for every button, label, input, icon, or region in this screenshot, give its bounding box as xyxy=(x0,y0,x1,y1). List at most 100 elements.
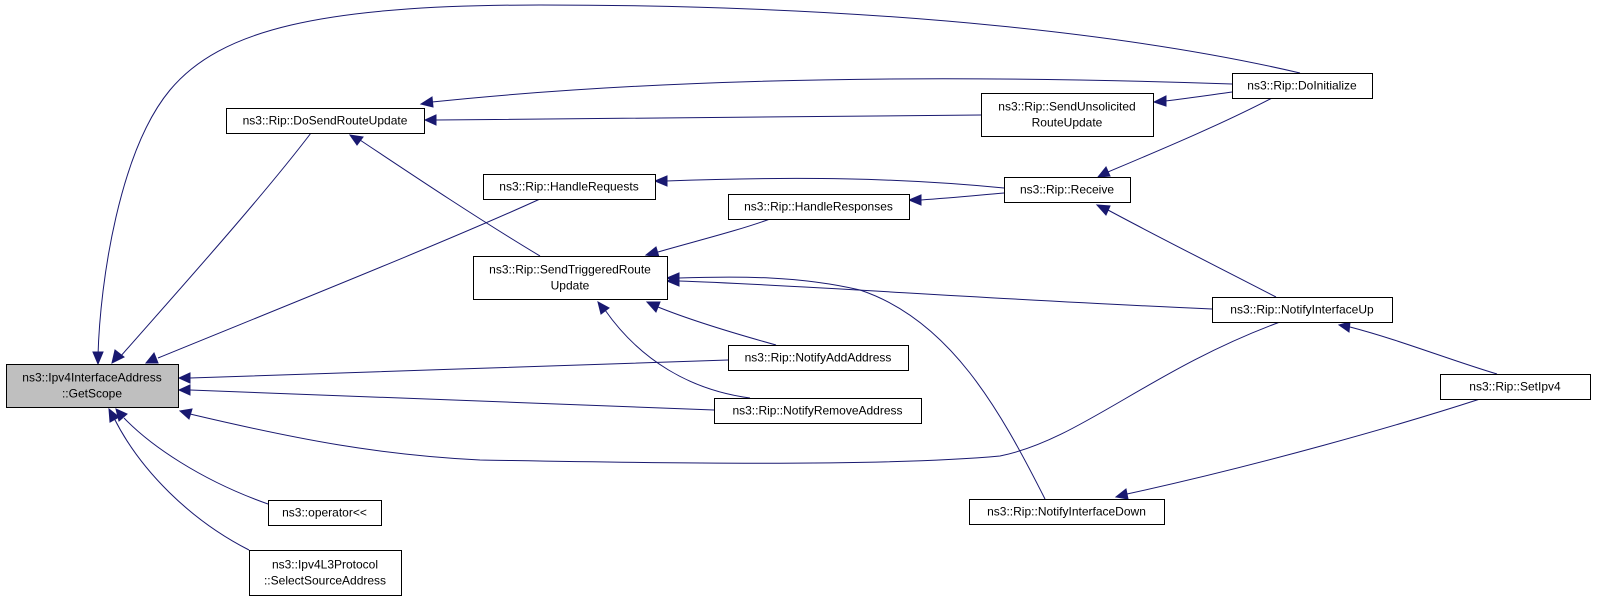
node-label: ns3::Ipv4InterfaceAddress xyxy=(22,371,161,385)
node-label: Update xyxy=(551,279,590,293)
node-box xyxy=(969,499,1165,525)
edge-line xyxy=(678,280,1213,310)
node-label: ns3::Rip::DoInitialize xyxy=(1247,79,1357,93)
node-label: ns3::Rip::HandleRequests xyxy=(499,180,638,194)
node-label: ns3::Rip::SendUnsolicited xyxy=(998,100,1135,114)
node-box xyxy=(981,93,1154,137)
arrowhead-icon xyxy=(597,301,610,315)
edge-selectsrc-to-getscope xyxy=(108,407,250,551)
edge-line xyxy=(1349,326,1498,375)
node-label: ns3::operator<< xyxy=(282,506,367,520)
edge-sendunsol-to-dosend xyxy=(423,114,982,126)
edge-handlereq-to-getscope xyxy=(144,198,541,364)
node-setipv4[interactable]: ns3::Rip::SetIpv4 xyxy=(1440,374,1591,400)
edge-handleresp-to-sendtrig xyxy=(644,218,771,258)
arrowhead-icon xyxy=(108,407,120,423)
arrowhead-icon xyxy=(92,351,104,366)
edge-line xyxy=(189,321,1281,464)
node-label: ns3::Rip::DoSendRouteUpdate xyxy=(243,114,408,128)
node-label: ns3::Rip::SendTriggeredRoute xyxy=(489,263,651,277)
node-label: ns3::Rip::NotifyInterfaceDown xyxy=(987,505,1146,519)
node-notifyadd[interactable]: ns3::Rip::NotifyAddAddress xyxy=(728,345,909,371)
edge-line xyxy=(157,198,541,359)
edge-line xyxy=(113,417,250,551)
node-label: ns3::Rip::NotifyInterfaceUp xyxy=(1230,303,1374,317)
edge-line xyxy=(657,306,777,346)
node-box xyxy=(249,550,402,596)
node-dosend[interactable]: ns3::Rip::DoSendRouteUpdate xyxy=(226,108,425,134)
node-ifup[interactable]: ns3::Rip::NotifyInterfaceUp xyxy=(1212,297,1393,323)
edge-dosend-to-getscope xyxy=(111,132,312,364)
arrowhead-icon xyxy=(144,352,159,364)
node-label: ns3::Rip::HandleResponses xyxy=(744,200,893,214)
arrowhead-icon xyxy=(115,408,128,422)
node-handlereq[interactable]: ns3::Rip::HandleRequests xyxy=(483,174,656,200)
edge-ifdown-to-sendtrig xyxy=(665,272,1046,500)
edge-notifyadd-to-getscope xyxy=(177,359,729,384)
edge-line xyxy=(97,4,1301,357)
edge-doinit-to-sendunsol xyxy=(1152,91,1233,107)
node-selectsrc[interactable]: ns3::Ipv4L3Protocol::SelectSourceAddress xyxy=(249,550,402,596)
node-getscope: ns3::Ipv4InterfaceAddress::GetScope xyxy=(6,364,179,408)
arrowhead-icon xyxy=(177,384,191,396)
node-receive[interactable]: ns3::Rip::Receive xyxy=(1004,177,1131,203)
arrowhead-icon xyxy=(645,301,661,313)
node-label: ::GetScope xyxy=(62,387,122,401)
node-box xyxy=(1232,73,1373,99)
node-box xyxy=(714,398,922,424)
node-box xyxy=(1212,297,1393,323)
node-label: ns3::Rip::NotifyAddAddress xyxy=(745,351,892,365)
node-box xyxy=(226,108,425,134)
arrowhead-icon xyxy=(111,349,125,364)
node-box xyxy=(728,194,910,220)
edges-layer xyxy=(92,4,1498,551)
edge-opshift-to-getscope xyxy=(115,408,269,505)
edge-line xyxy=(604,309,751,399)
arrowhead-icon xyxy=(1095,204,1111,216)
node-label: ns3::Rip::NotifyRemoveAddress xyxy=(732,404,902,418)
edge-ifup-to-receive xyxy=(1095,204,1277,298)
edge-line xyxy=(189,359,729,379)
edge-line xyxy=(657,218,771,253)
node-ifdown[interactable]: ns3::Rip::NotifyInterfaceDown xyxy=(969,499,1165,525)
node-box xyxy=(6,364,179,408)
edge-notifyremove-to-getscope xyxy=(177,384,715,411)
node-box xyxy=(268,500,382,526)
node-box xyxy=(728,345,909,371)
edge-line xyxy=(435,114,982,121)
arrowhead-icon xyxy=(177,372,191,384)
arrowhead-icon xyxy=(665,272,680,284)
edge-line xyxy=(665,177,1005,189)
node-label: ::SelectSourceAddress xyxy=(264,574,386,588)
node-notifyremove[interactable]: ns3::Rip::NotifyRemoveAddress xyxy=(714,398,922,424)
node-box xyxy=(1440,374,1591,400)
arrowhead-icon xyxy=(907,194,922,206)
edge-doinit-to-receive xyxy=(1096,97,1273,178)
edge-line xyxy=(123,417,269,505)
edge-line xyxy=(189,389,715,411)
edge-notifyremove-to-sendtrig xyxy=(597,301,751,399)
edge-notifyadd-to-sendtrig xyxy=(645,301,777,346)
node-handleresp[interactable]: ns3::Rip::HandleResponses xyxy=(728,194,910,220)
node-label: ns3::Ipv4L3Protocol xyxy=(272,558,378,572)
nodes-layer: ns3::Ipv4InterfaceAddress::GetScopens3::… xyxy=(6,73,1591,596)
edge-sendtrig-to-dosend xyxy=(348,134,541,257)
edge-doinit-to-dosend xyxy=(419,78,1233,108)
node-doinit[interactable]: ns3::Rip::DoInitialize xyxy=(1232,73,1373,99)
node-box xyxy=(473,256,668,300)
edge-line xyxy=(119,132,312,358)
arrowhead-icon xyxy=(1152,95,1167,107)
edge-line xyxy=(1107,97,1273,173)
edge-line xyxy=(678,276,1046,500)
edge-line xyxy=(1126,398,1481,495)
edge-setipv4-to-ifdown xyxy=(1114,398,1481,500)
node-opshift[interactable]: ns3::operator<< xyxy=(268,500,382,526)
node-box xyxy=(483,174,656,200)
node-label: ns3::Rip::SetIpv4 xyxy=(1469,380,1561,394)
edge-line xyxy=(920,192,1005,201)
edge-ifup-to-getscope xyxy=(178,321,1281,464)
edge-receive-to-handleresp xyxy=(907,192,1005,206)
